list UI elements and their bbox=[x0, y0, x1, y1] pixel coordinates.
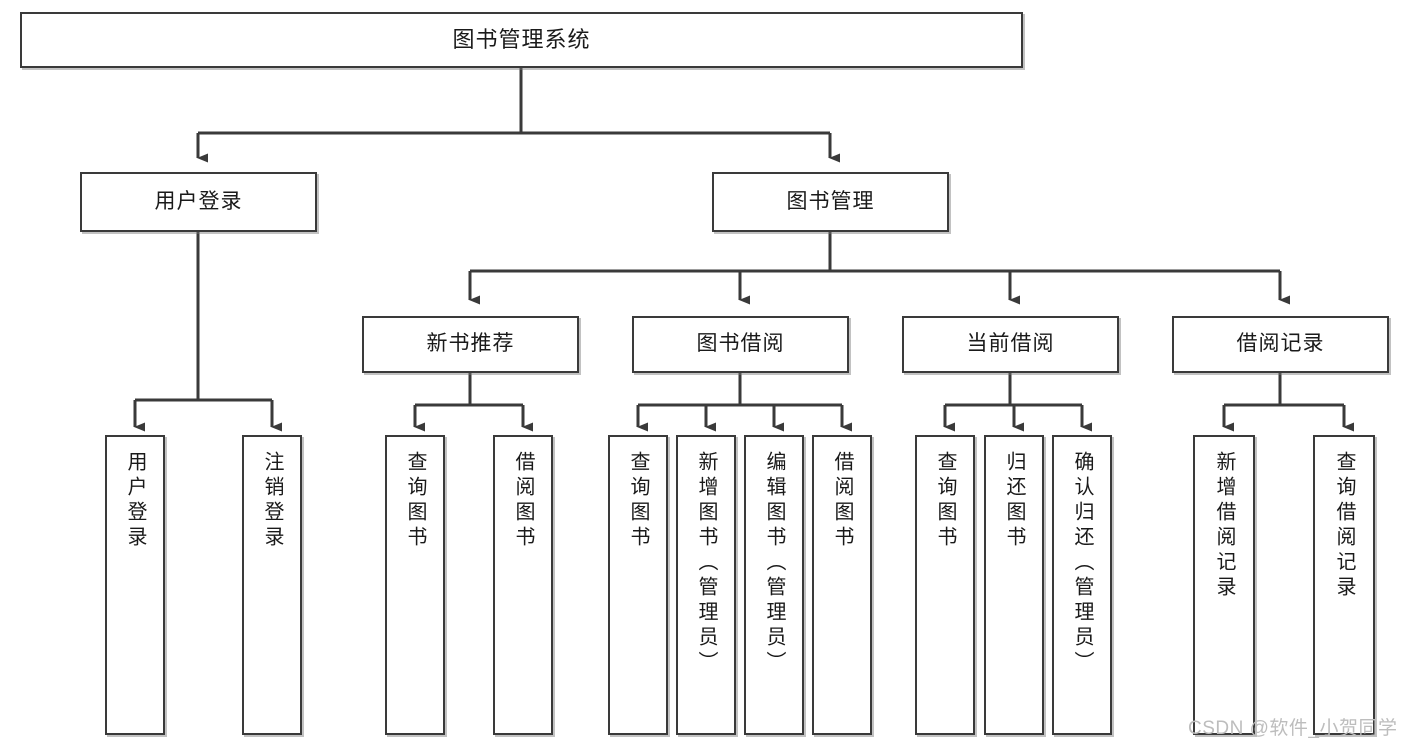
node-root-label: 图书管理系统 bbox=[452, 27, 591, 53]
csdn-watermark: CSDN @软件_小贺同学 bbox=[1188, 718, 1398, 739]
node-leaf-borrow-book-2[interactable]: 借阅图书 bbox=[812, 435, 872, 735]
node-leaf-query-book-2-label: 查询图书 bbox=[627, 451, 649, 551]
node-leaf-query-book-2[interactable]: 查询图书 bbox=[608, 435, 668, 735]
node-book-borrow-label: 图书借阅 bbox=[696, 332, 785, 356]
node-user-login-label: 用户登录 bbox=[154, 189, 243, 213]
node-borrow-record[interactable]: 借阅记录 bbox=[1172, 316, 1389, 373]
node-leaf-confirm-return-label: 确认归还（管理员） bbox=[1071, 451, 1093, 676]
node-leaf-user-login[interactable]: 用户登录 bbox=[105, 435, 165, 735]
node-leaf-user-login-label: 用户登录 bbox=[124, 451, 146, 551]
node-leaf-add-book-label: 新增图书（管理员） bbox=[695, 451, 717, 676]
node-book-manage[interactable]: 图书管理 bbox=[712, 172, 949, 232]
node-leaf-query-book-3[interactable]: 查询图书 bbox=[915, 435, 975, 735]
node-leaf-edit-book-label: 编辑图书（管理员） bbox=[763, 451, 785, 676]
node-leaf-return-book[interactable]: 归还图书 bbox=[984, 435, 1044, 735]
node-book-borrow[interactable]: 图书借阅 bbox=[632, 316, 849, 373]
node-root[interactable]: 图书管理系统 bbox=[20, 12, 1023, 68]
node-leaf-borrow-book-1-label: 借阅图书 bbox=[512, 451, 534, 551]
node-leaf-borrow-book-2-label: 借阅图书 bbox=[831, 451, 853, 551]
node-current-borrow[interactable]: 当前借阅 bbox=[902, 316, 1119, 373]
node-leaf-user-logout-label: 注销登录 bbox=[261, 451, 283, 551]
node-new-book-recommend-label: 新书推荐 bbox=[426, 332, 515, 356]
node-current-borrow-label: 当前借阅 bbox=[966, 332, 1055, 356]
node-leaf-query-record-label: 查询借阅记录 bbox=[1333, 451, 1355, 601]
node-leaf-query-book-1-label: 查询图书 bbox=[404, 451, 426, 551]
node-leaf-query-record[interactable]: 查询借阅记录 bbox=[1313, 435, 1375, 735]
node-leaf-add-book[interactable]: 新增图书（管理员） bbox=[676, 435, 736, 735]
node-leaf-return-book-label: 归还图书 bbox=[1003, 451, 1025, 551]
node-leaf-add-record[interactable]: 新增借阅记录 bbox=[1193, 435, 1255, 735]
node-leaf-query-book-3-label: 查询图书 bbox=[934, 451, 956, 551]
node-user-login[interactable]: 用户登录 bbox=[80, 172, 317, 232]
node-leaf-confirm-return[interactable]: 确认归还（管理员） bbox=[1052, 435, 1112, 735]
node-leaf-borrow-book-1[interactable]: 借阅图书 bbox=[493, 435, 553, 735]
node-leaf-user-logout[interactable]: 注销登录 bbox=[242, 435, 302, 735]
node-leaf-edit-book[interactable]: 编辑图书（管理员） bbox=[744, 435, 804, 735]
node-book-manage-label: 图书管理 bbox=[786, 189, 875, 213]
node-new-book-recommend[interactable]: 新书推荐 bbox=[362, 316, 579, 373]
node-borrow-record-label: 借阅记录 bbox=[1236, 332, 1325, 356]
node-leaf-add-record-label: 新增借阅记录 bbox=[1213, 451, 1235, 601]
node-leaf-query-book-1[interactable]: 查询图书 bbox=[385, 435, 445, 735]
